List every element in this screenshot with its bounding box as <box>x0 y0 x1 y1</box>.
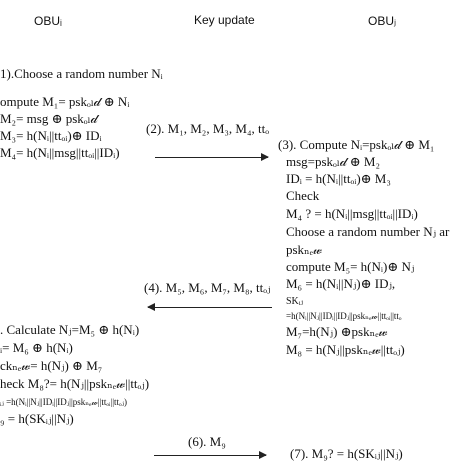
right-psk-new: pskₙₑ𝓌 <box>286 242 323 257</box>
left-nj: ᵢ= M₆ ⊕ h(Nᵢ) <box>0 340 73 355</box>
right-m7: M₇=h(Nⱼ) ⊕pskₙₑ𝓌 <box>286 324 388 339</box>
left-step5: . Calculate Nⱼ=M₅ ⊕ h(Nᵢ) <box>0 322 140 337</box>
right-step3: (3). Compute Nᵢ=pskₒₗ𝒹 ⊕ M₁ <box>278 137 435 152</box>
left-compute-m1: ompute M₁= pskₒₗ𝒹 ⊕ Nᵢ <box>0 94 130 109</box>
right-step7: (7). M₉? = h(SKᵢⱼ||Nⱼ) <box>290 446 403 461</box>
left-m2: M₂= msg ⊕ pskₒₗ𝒹 <box>0 111 98 126</box>
left-m4: M₄= h(Nᵢ||msg||ttₒᵢ||IDᵢ) <box>0 145 120 160</box>
left-m3: M₃= h(Nᵢ||ttₒᵢ)⊕ IDᵢ <box>0 128 102 143</box>
obu-i-label: OBUᵢ <box>34 14 62 28</box>
right-idi: IDᵢ = h(Nᵢ||ttₒᵢ)⊕ M₃ <box>286 171 391 186</box>
obu-j-label: OBUⱼ <box>368 14 397 28</box>
arrow4-label: (4). M₅, M₆, M₇, M₈, ttₒⱼ <box>144 280 271 295</box>
right-choose: Choose a random number Nⱼ ar <box>286 224 450 239</box>
left-check-m8: heck M₈?= h(Nⱼ||pskₙₑ𝓌||ttₒⱼ) <box>0 376 150 391</box>
right-sk-formula: =h(Nᵢ||Nⱼ||IDᵢ||IDⱼ||pskₙₑ𝓌||ttₒᵢ||ttₒ <box>286 311 402 321</box>
right-m8: M₈ = h(Nⱼ||pskₙₑ𝓌||ttₒⱼ) <box>286 342 405 357</box>
left-m9: ₉ = h(SKᵢⱼ||Nⱼ) <box>0 411 74 426</box>
right-m4-check: M₄ ? = h(Nᵢ||msg||ttₒᵢ||IDᵢ) <box>286 206 418 221</box>
right-m6: M₆ = h(Nᵢ||Nⱼ)⊕ IDⱼ, <box>286 276 396 291</box>
left-step1: 1).Choose a random number Nᵢ <box>0 66 163 81</box>
arrow6-right <box>154 451 267 459</box>
diagram-title: Key update <box>194 13 255 27</box>
right-compute-m5: compute M₅= h(Nᵢ)⊕ Nⱼ <box>286 259 415 274</box>
right-msg: msg=pskₒₗ𝒹 ⊕ M₂ <box>286 154 381 169</box>
right-check: Check <box>286 188 320 203</box>
left-psk-new: ckₙₑ𝓌= h(Nⱼ) ⊕ M₇ <box>0 358 103 373</box>
arrow2-right <box>155 153 269 161</box>
arrow4-left <box>147 303 272 311</box>
left-sk: ᵢⱼ =h(Nᵢ||Nⱼ||IDᵢ||IDⱼ||pskₙₑ𝓌||ttₒᵢ||tt… <box>0 397 127 407</box>
arrow6-label: (6). M₉ <box>188 434 226 449</box>
arrow2-label: (2). M₁, M₂, M₃, M₄, ttₒ <box>146 121 269 136</box>
right-sk-label: SKᵢⱼ <box>286 296 304 307</box>
